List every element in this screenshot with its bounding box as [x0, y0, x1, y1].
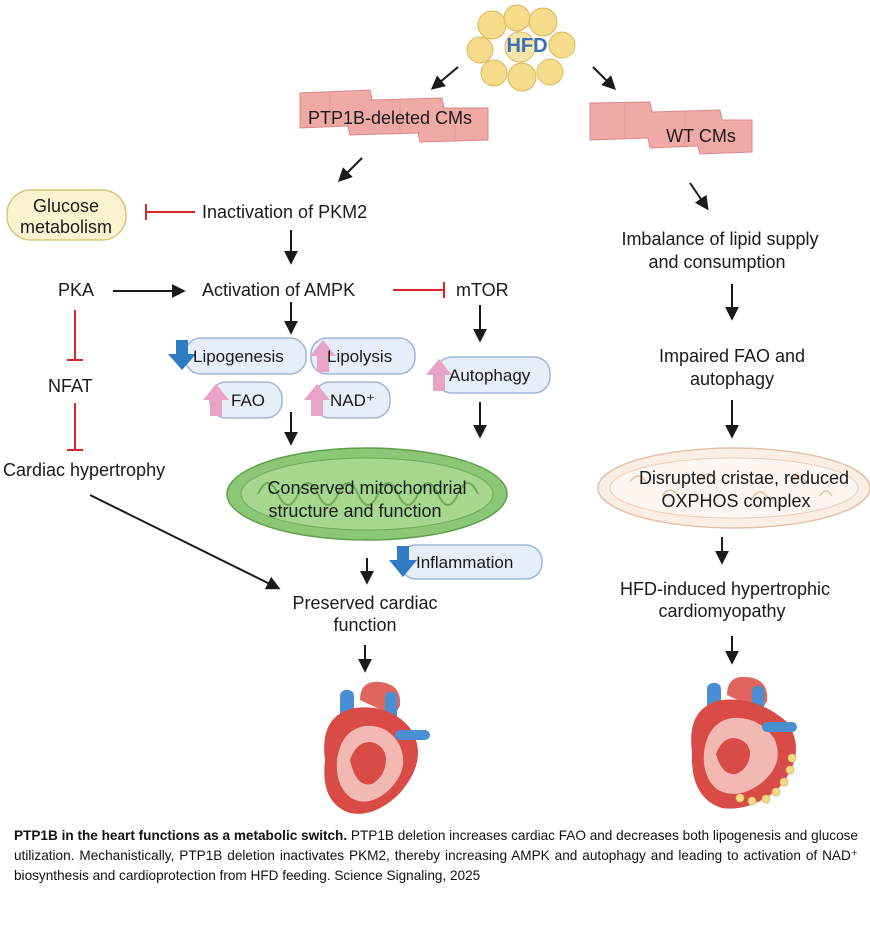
up-arrow-icon [304, 384, 330, 416]
hfd-fat-cluster-icon [466, 4, 576, 92]
disrupted-label-line2: OXPHOS complex [661, 491, 810, 511]
caption-title: PTP1B in the heart functions as a metabo… [14, 828, 348, 843]
arrow-hfd-to-ptp1b [430, 66, 459, 90]
ptp1b-cms-label: PTP1B-deleted CMs [308, 108, 472, 128]
disrupted-label-line1: Disrupted cristae, reduced [639, 468, 849, 488]
down-arrow-icon [389, 546, 417, 577]
wt-cms-label: WT CMs [666, 126, 736, 146]
hypertrophic-heart-icon [691, 676, 797, 809]
impaired-label-line2: autophagy [690, 369, 774, 389]
imbalance-label-line2: and consumption [648, 252, 785, 272]
down-arrow-icon [168, 340, 196, 370]
glucose-label-line1: Glucose [33, 196, 99, 216]
nfat-label: NFAT [48, 376, 93, 396]
arrow-wt-to-imbalance [689, 182, 709, 211]
up-arrow-icon [426, 359, 452, 391]
caption-body: PTP1B deletion increases cardiac FAO and… [14, 828, 858, 883]
cardiac-hypertrophy-label: Cardiac hypertrophy [3, 460, 165, 480]
inactivation-pkm2-label: Inactivation of PKM2 [202, 202, 367, 222]
pka-label: PKA [58, 280, 94, 300]
glucose-label-line2: metabolism [20, 217, 112, 237]
mito-label-line1: Conserved mitochondrial [267, 478, 466, 498]
mito-label-line2: structure and function [268, 501, 441, 521]
preserved-label-line1: Preserved cardiac [292, 593, 437, 613]
arrow-hypertrophy-to-preserved [89, 494, 281, 590]
mitochondrion-icon [226, 447, 508, 541]
ptp1b-cardiomyocyte-icon [299, 89, 489, 143]
figure-caption: PTP1B in the heart functions as a metabo… [14, 826, 858, 886]
preserved-label-line2: function [333, 615, 396, 635]
nad-label: NAD⁺ [330, 391, 375, 410]
fao-label: FAO [231, 391, 265, 410]
healthy-heart-icon [324, 681, 430, 814]
imbalance-label-line1: Imbalance of lipid supply [621, 229, 818, 249]
wt-cardiomyocyte-icon [589, 101, 753, 155]
lipolysis-label: Lipolysis [327, 347, 392, 366]
mtor-label: mTOR [456, 280, 509, 300]
glucose-metabolism-box [6, 189, 127, 241]
hfd-induced-label-line2: cardiomyopathy [658, 601, 785, 621]
metabolic-switch-diagram: HFD PTP1B-deleted CMs WT CMs Glucose met… [3, 4, 870, 814]
up-arrow-icon [203, 384, 229, 416]
autophagy-label: Autophagy [449, 366, 531, 385]
inflammation-label: Inflammation [416, 553, 513, 572]
hfd-induced-label-line1: HFD-induced hypertrophic [620, 579, 830, 599]
activation-ampk-label: Activation of AMPK [202, 280, 355, 300]
arrow-hfd-to-wt [592, 66, 616, 90]
arrow-ptp1b-to-pkm2 [338, 157, 363, 182]
lipogenesis-label: Lipogenesis [193, 347, 284, 366]
disrupted-mitochondrion-icon [597, 447, 870, 529]
impaired-label-line1: Impaired FAO and [659, 346, 805, 366]
hfd-label: HFD [506, 35, 547, 57]
up-arrow-icon [310, 340, 336, 372]
